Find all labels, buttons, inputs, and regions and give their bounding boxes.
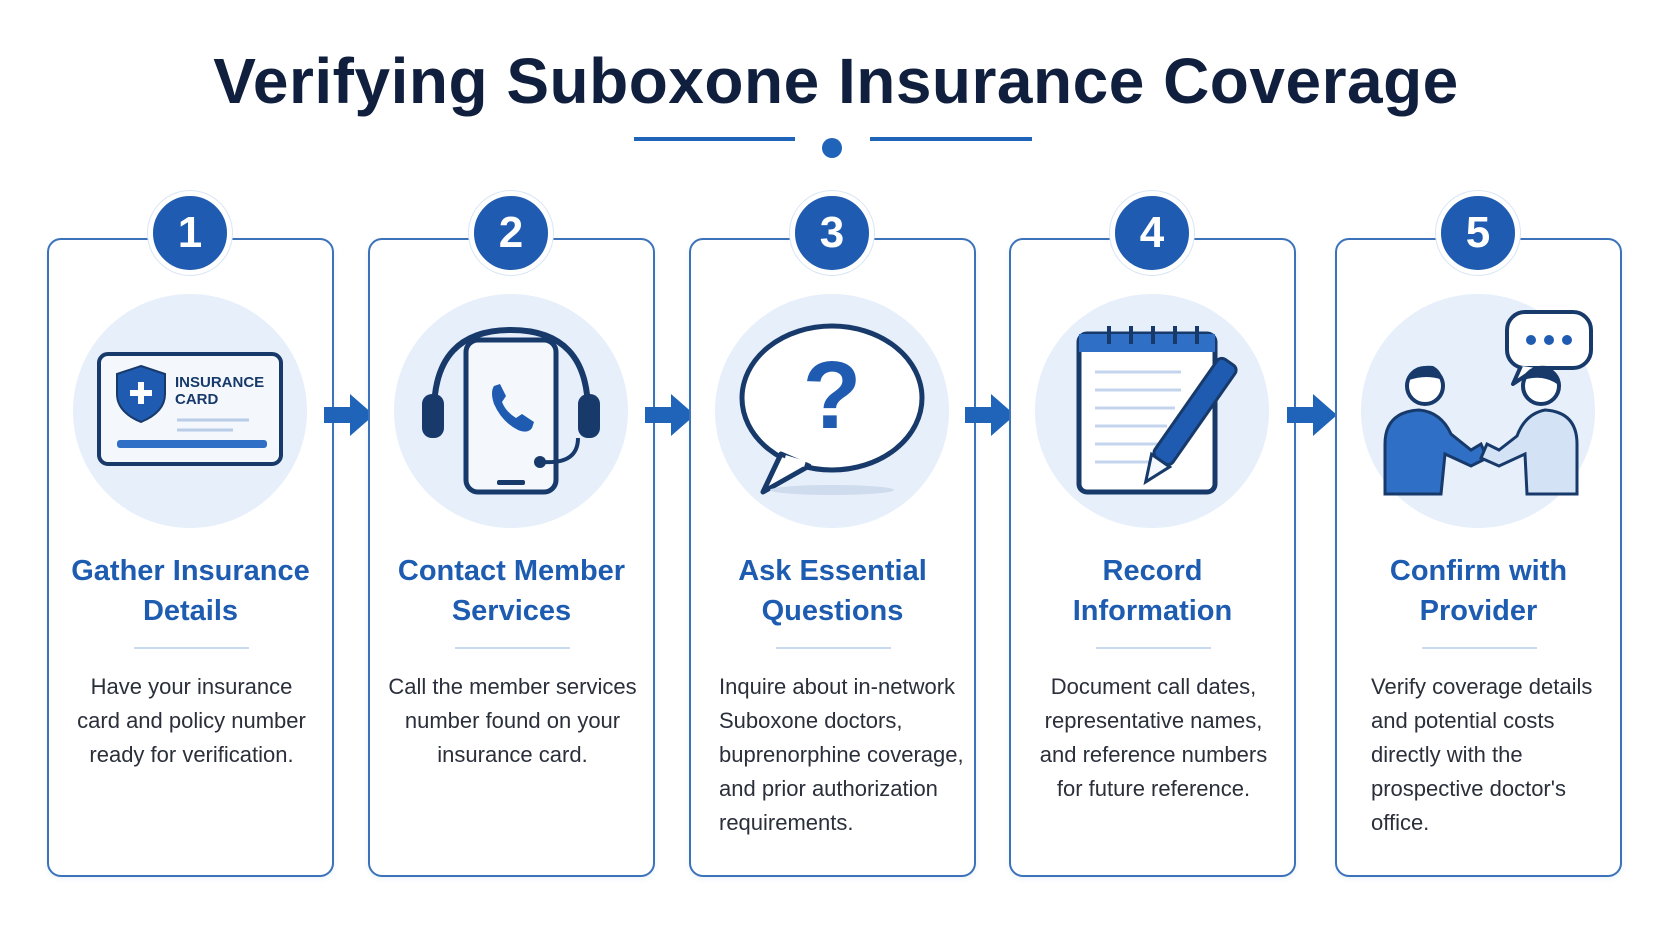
phone-headset-icon [394,294,628,528]
step-description: Document call dates, representative name… [1039,674,1268,801]
step-number-badge-1: 1 [148,191,232,275]
step-divider [1422,647,1537,649]
svg-text:?: ? [803,342,862,449]
step-card-4: Record Information Document call dates, … [1009,238,1296,877]
handshake-icon [1361,294,1595,528]
step-title: Record Information [1072,555,1233,627]
title-divider-left [634,137,795,141]
step-title: Gather Insurance Details [71,555,310,627]
step-title: Ask Essential Questions [738,555,927,627]
step-number-badge-3: 3 [790,191,874,275]
title-divider-dot [822,138,842,158]
step-card-3: ? Ask Essential Questions Inquire about … [689,238,976,877]
notepad-pen-icon [1035,294,1269,528]
step-card-2: Contact Member Services Call the member … [368,238,655,877]
step-card-5: Confirm with Provider Verify coverage de… [1335,238,1622,877]
insurance-card-icon: INSURANCE CARD [73,294,307,528]
step-description: Inquire about in-network Suboxone doctor… [719,674,964,835]
step-number-badge-2: 2 [469,191,553,275]
step-description: Have your insurance card and policy numb… [77,674,306,767]
question-bubble-icon: ? [715,294,949,528]
step-divider [776,647,891,649]
step-divider [455,647,570,649]
arrow-right-icon [965,394,1015,436]
page-title: Verifying Suboxone Insurance Coverage [213,45,1459,117]
title-divider-right [870,137,1032,141]
step-card-1: INSURANCE CARD Gather Insurance Details … [47,238,334,877]
step-description: Verify coverage details and potential co… [1371,674,1593,835]
arrow-right-icon [324,394,374,436]
insurance-card-label: INSURANCE CARD [175,374,265,408]
arrow-right-icon [645,394,695,436]
step-divider [134,647,249,649]
step-number-badge-5: 5 [1436,191,1520,275]
step-title: Confirm with Provider [1389,555,1568,627]
arrow-right-icon [1287,394,1337,436]
step-number-badge-4: 4 [1110,191,1194,275]
step-divider [1096,647,1211,649]
step-title: Contact Member Services [397,555,626,627]
step-description: Call the member services number found on… [388,674,637,767]
